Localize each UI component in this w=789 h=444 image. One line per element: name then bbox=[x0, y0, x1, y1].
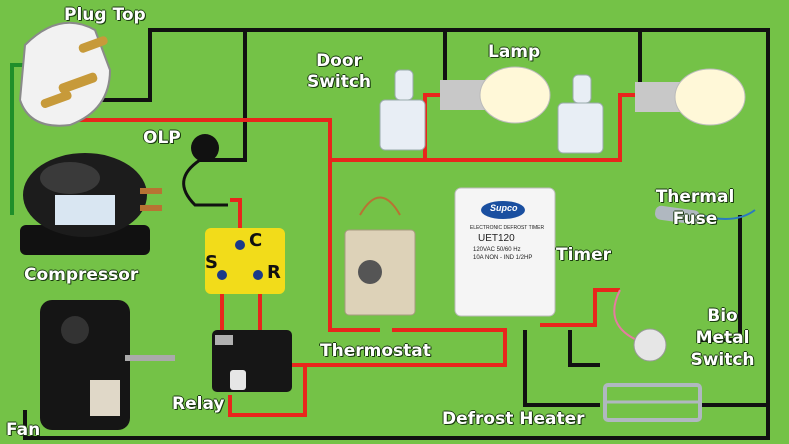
relay-icon bbox=[212, 330, 292, 392]
terminal-s-dot bbox=[217, 270, 227, 280]
label-fan: Fan bbox=[6, 420, 41, 440]
plug-top-icon bbox=[18, 21, 112, 127]
neutral-wire-timer-bio bbox=[568, 330, 600, 367]
door-switch-2-icon bbox=[557, 74, 604, 154]
label-compressor: Compressor bbox=[24, 265, 139, 285]
neutral-wire-timer-heater bbox=[523, 330, 600, 407]
label-plug-top: Plug Top bbox=[64, 5, 146, 25]
defrost-heater-icon bbox=[603, 383, 702, 422]
live-wire-timer-bio bbox=[540, 288, 620, 327]
terminal-r-dot bbox=[253, 270, 263, 280]
fuse-lead bbox=[699, 209, 756, 220]
label-timer: Timer bbox=[556, 245, 612, 265]
neutral-wires bbox=[23, 28, 770, 440]
terminal-c-label: C bbox=[249, 230, 263, 251]
label-lamp: Lamp bbox=[488, 42, 541, 62]
lamp-2-icon bbox=[635, 68, 746, 126]
thermal-fuse-icon bbox=[655, 205, 700, 225]
terminal-c-dot bbox=[235, 240, 245, 250]
compressor-icon bbox=[20, 153, 162, 255]
timer-title: ELECTRONIC DEFROST TIMER bbox=[469, 225, 545, 231]
label-door-switch-line1: Door bbox=[316, 51, 362, 71]
live-wire-door-switch2 bbox=[425, 93, 635, 162]
label-bio-line1: Bio bbox=[707, 306, 738, 326]
neutral-wire-top-lamp2 bbox=[445, 28, 642, 82]
label-bio-line3: Switch bbox=[690, 350, 755, 370]
label-thermostat: Thermostat bbox=[320, 341, 431, 361]
door-switch-1-icon bbox=[379, 69, 426, 151]
neutral-wire-right-bottom bbox=[23, 28, 770, 440]
thermostat-icon bbox=[344, 196, 416, 316]
timer-rating-2: 10A NON - IND 1/2HP bbox=[473, 255, 533, 261]
neutral-wire-thermal-fuse bbox=[700, 215, 742, 342]
fan-motor-icon bbox=[40, 300, 175, 430]
olp-icon bbox=[182, 134, 228, 207]
timer-rating-1: 120VAC 50/60 Hz bbox=[473, 247, 521, 253]
label-relay: Relay bbox=[172, 394, 225, 414]
live-wire-main bbox=[70, 118, 380, 332]
label-defrost-heater: Defrost Heater bbox=[442, 409, 585, 429]
timer-brand: Supco bbox=[490, 203, 518, 213]
defrost-timer-icon bbox=[454, 187, 556, 317]
neutral-wire-top-lamp1 bbox=[100, 28, 447, 102]
label-bio-line2: Metal bbox=[695, 328, 750, 348]
label-thermal-fuse-line1: Thermal bbox=[655, 187, 735, 207]
label-door-switch-line2: Switch bbox=[306, 72, 372, 92]
lamp-1-icon bbox=[440, 66, 551, 124]
timer-model: UET120 bbox=[478, 233, 515, 244]
label-olp: OLP bbox=[143, 128, 181, 148]
label-thermal-fuse-line2: Fuse bbox=[672, 209, 718, 229]
neutral-wire-olp bbox=[200, 30, 247, 162]
terminal-r-label: R bbox=[267, 262, 281, 283]
live-wire-relay-c bbox=[230, 198, 242, 240]
terminal-s-label: S bbox=[205, 252, 218, 273]
bimetal-switch-icon bbox=[613, 289, 667, 362]
